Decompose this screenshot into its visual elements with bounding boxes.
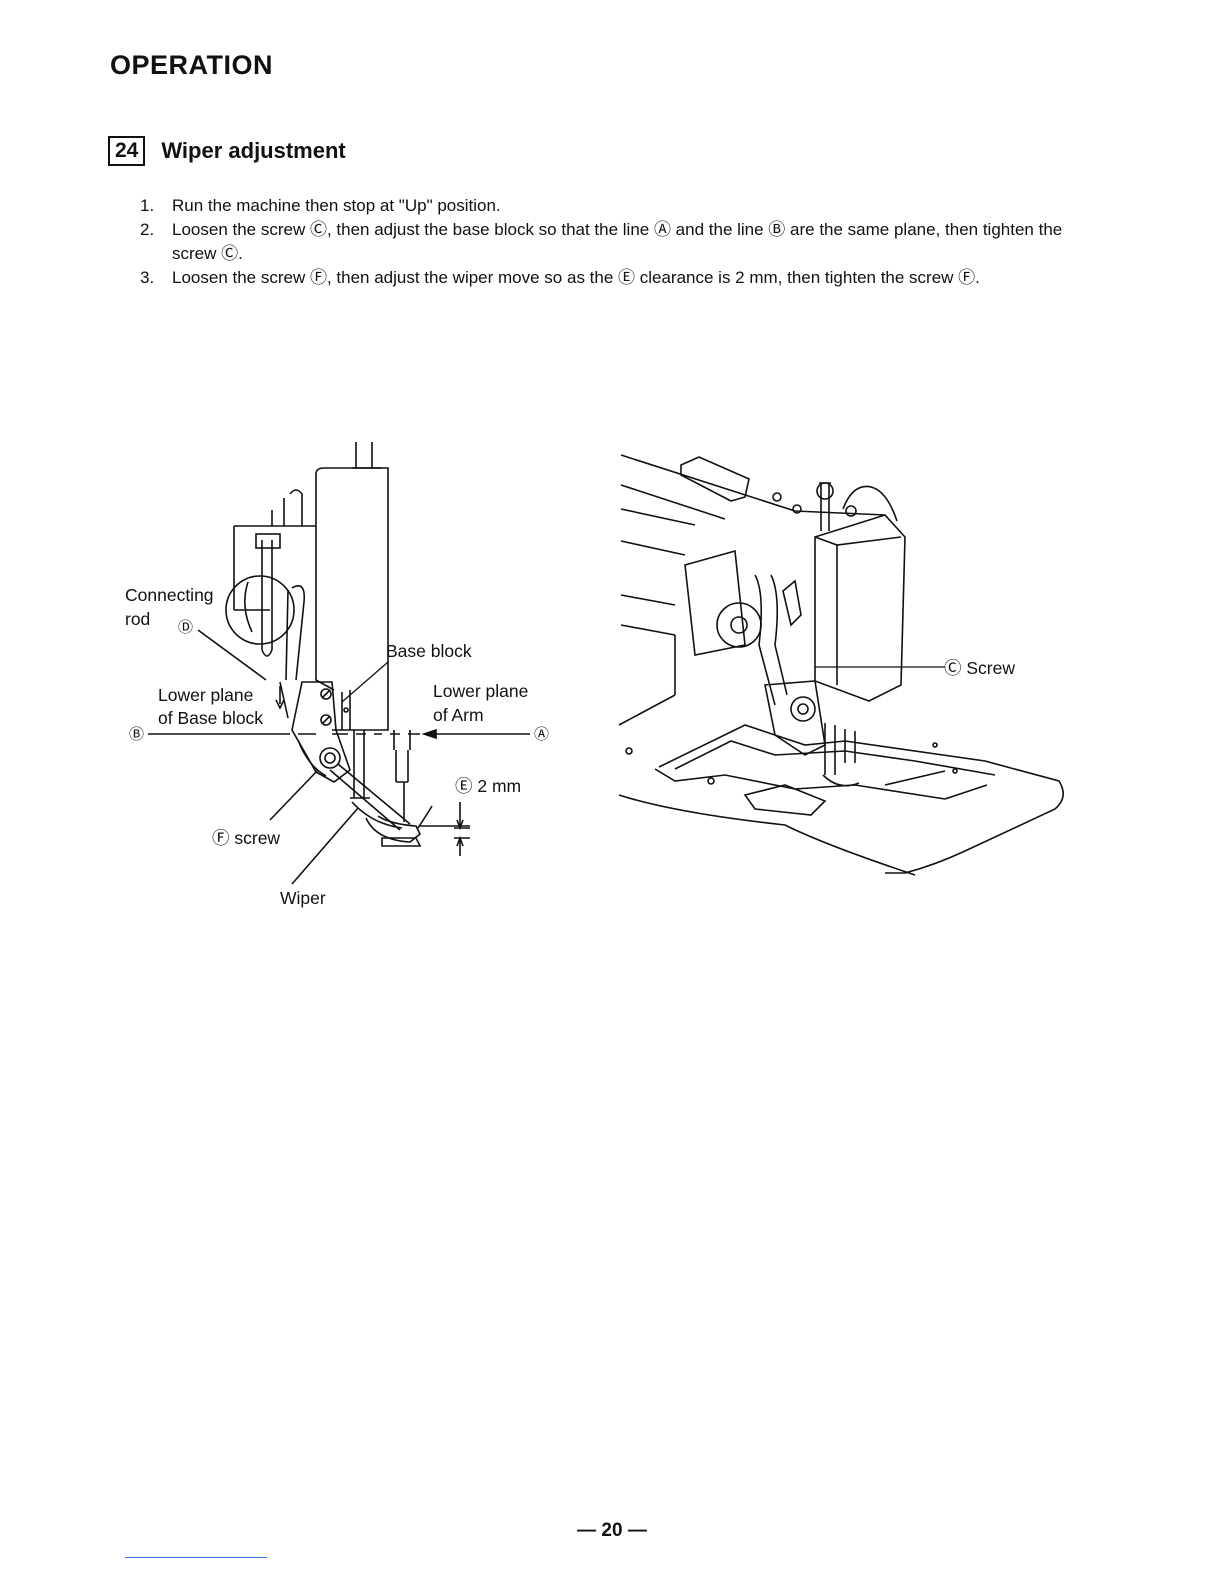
label-connecting-rod: Connecting bbox=[125, 584, 214, 606]
label-line: Connecting bbox=[125, 585, 214, 605]
label-connecting-rod-2: rod bbox=[125, 608, 150, 630]
label-clearance: Ⓔ 2 mm bbox=[455, 776, 522, 796]
list-item: 1. Run the machine then stop at "Up" pos… bbox=[140, 194, 1090, 218]
list-item: 3. Loosen the screw Ⓕ, then adjust the w… bbox=[140, 266, 1090, 290]
marker-a: Ⓐ bbox=[534, 726, 550, 743]
label-line: rod bbox=[125, 609, 151, 629]
marker-b: Ⓑ bbox=[129, 726, 145, 743]
list-item: 2. Loosen the screw Ⓒ, then adjust the b… bbox=[140, 218, 1090, 266]
steps-list: 1. Run the machine then stop at "Up" pos… bbox=[140, 194, 1090, 290]
label-lower-plane-base: Lower plane bbox=[158, 685, 254, 705]
step-text: Loosen the screw Ⓒ, then adjust the base… bbox=[172, 220, 1063, 263]
label-lower-plane-arm: Lower plane bbox=[433, 681, 529, 701]
marker-d: Ⓓ bbox=[178, 619, 194, 636]
step-text: Run the machine then stop at "Up" positi… bbox=[172, 196, 501, 215]
machine-head-illustration bbox=[618, 454, 1064, 876]
page-header: OPERATION bbox=[110, 50, 274, 80]
wiper-mechanism-diagram bbox=[148, 442, 530, 885]
footer-rule bbox=[125, 1557, 267, 1558]
label-lower-plane-base-2: of Base block bbox=[158, 708, 264, 728]
step-number: 1. bbox=[140, 196, 155, 215]
section-title: Wiper adjustment bbox=[161, 138, 346, 163]
section-number: 24 bbox=[108, 136, 146, 166]
label-screw-f: Ⓕ screw bbox=[212, 828, 281, 848]
step-number: 2. bbox=[140, 220, 155, 239]
step-number: 3. bbox=[140, 268, 155, 287]
step-text: Loosen the screw Ⓕ, then adjust the wipe… bbox=[172, 268, 980, 287]
label-wiper: Wiper bbox=[280, 888, 326, 908]
label-base-block: Base block bbox=[386, 641, 472, 661]
label-screw-c: Ⓒ Screw bbox=[944, 658, 1015, 678]
page-number: — 20 — bbox=[577, 1520, 647, 1541]
section-heading: 24 Wiper adjustment bbox=[108, 136, 346, 166]
label-lower-plane-arm-2: of Arm bbox=[433, 705, 484, 725]
